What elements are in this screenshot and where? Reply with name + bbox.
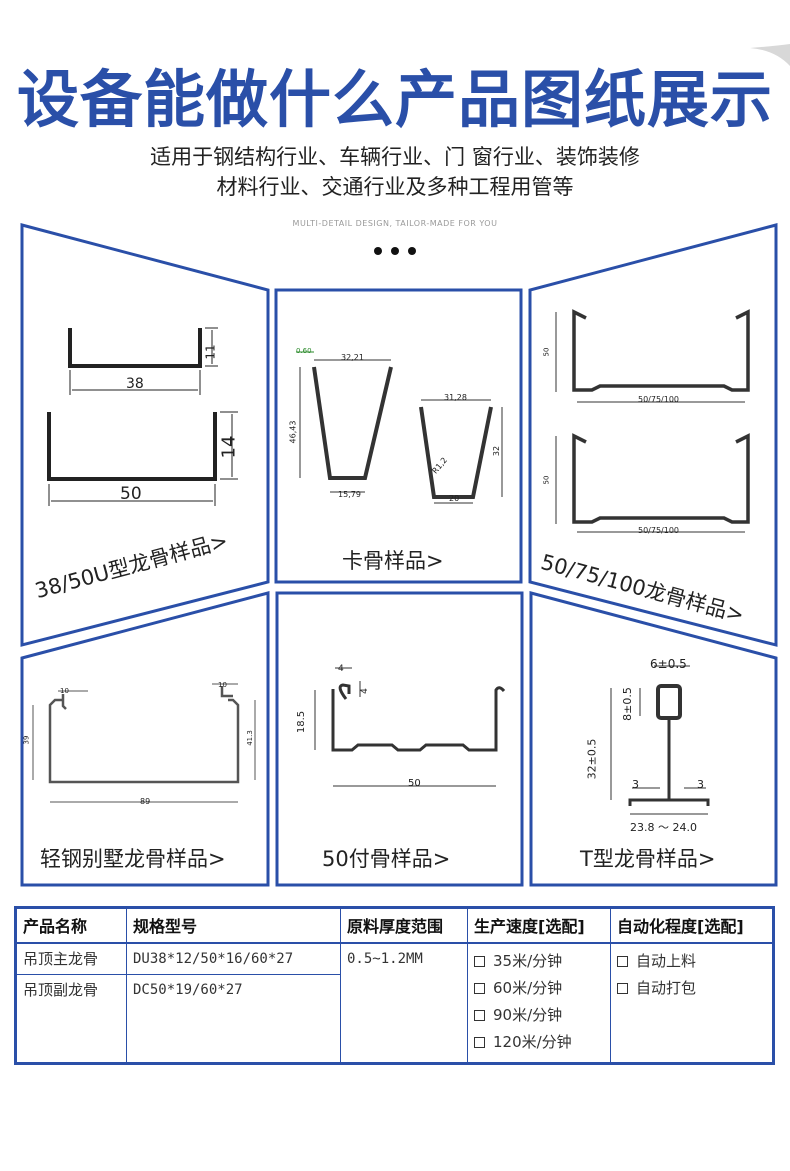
page-title: 设备能做什么产品图纸展示 [16,63,773,136]
dim-label: 50/75/100 [638,395,680,404]
dim-label: 89 [140,797,151,806]
dim-label: 50 [542,475,551,485]
header-spec: 规格型号 [126,908,341,944]
dim-label: 10 [60,687,69,695]
checkbox-icon[interactable] [617,955,628,967]
drawing-villa-keel [48,686,240,784]
dim-label: 46,43 [288,420,298,444]
dim-label: 32±0.5 [585,738,599,780]
drawing-t-keel [610,665,710,815]
dim-label: 31,28 [444,393,467,402]
header-speed: 生产速度[选配] [467,908,611,944]
dim-label: 38 [126,376,144,392]
speed-option[interactable]: 35米/分钟 [474,948,604,975]
panel-caption-secondary-keel[interactable]: 50付骨样品> [322,847,451,871]
dim-label: 3 [697,778,704,791]
product-name: 吊顶主龙骨 [16,942,127,975]
dim-label: 50/75/100 [638,526,680,535]
checkbox-icon[interactable] [617,982,628,994]
dim-label: 41.3 [245,730,254,746]
dim-label: 50 [542,347,551,357]
product-name: 吊顶副龙骨 [16,973,127,1063]
speed-option[interactable]: 60米/分钟 [474,975,604,1002]
dim-label: 15,79 [338,490,361,499]
panel-frame-4 [20,591,270,887]
checkbox-icon[interactable] [474,955,485,967]
table-row: 吊顶副龙骨 DC50*19/60*27 [16,973,773,1063]
dim-label: 32 [492,445,502,457]
panel-frame-5 [275,591,524,887]
dim-label: 8±0.5 [620,687,634,721]
subtitle-line-2: 材料行业、交通行业及多种工程用管等 [216,175,574,199]
dim-label: 3 [632,778,639,791]
panel-frame-6 [529,591,778,887]
panel-caption-t-keel[interactable]: T型龙骨样品> [580,847,716,871]
speed-option[interactable]: 120米/分钟 [474,1029,604,1056]
drawing-clip [296,351,503,504]
dim-label: 18.5 [296,710,308,734]
automation-option[interactable]: 自动打包 [617,975,766,1002]
panel-frame-1 [20,223,270,647]
dim-label: 4 [359,688,370,694]
dim-label: 6±0.5 [650,657,687,671]
dim-label: 50 [408,778,421,789]
dim-label: 50 [120,484,142,504]
dots-decoration [370,244,420,258]
dim-label: 0.60 [296,347,312,355]
spec-value: DU38*12/50*16/60*27 [126,942,341,975]
panel-caption-villa-keel[interactable]: 轻钢别墅龙骨样品> [40,847,226,871]
panel-frame-3 [528,223,778,647]
checkbox-icon[interactable] [474,1036,485,1048]
corner-decoration [750,44,790,66]
automation-options: 自动上料 自动打包 [610,942,773,1063]
thickness-value: 0.5~1.2MM [340,942,468,1063]
dim-label: 32,21 [341,353,364,362]
automation-option[interactable]: 自动上料 [617,948,766,975]
dim-label: 11 [203,344,218,360]
speed-option[interactable]: 90米/分钟 [474,1002,604,1029]
checkbox-icon[interactable] [474,982,485,994]
dim-label: 20 [449,494,460,503]
dim-label: 4 [338,664,344,674]
tagline: MULTI-DETAIL DESIGN, TAILOR-MADE FOR YOU [292,219,498,228]
dim-label: 23.8 ～ 24.0 [630,821,697,834]
panel-frame-2 [274,288,523,584]
dim-label: 10 [218,681,227,689]
spec-value: DC50*19/60*27 [126,973,341,1063]
spec-table: 产品名称 规格型号 原料厚度范围 生产速度[选配] 自动化程度[选配] 吊顶主龙… [14,906,775,1065]
checkbox-icon[interactable] [474,1009,485,1021]
subtitle-line-1: 适用于钢结构行业、车辆行业、门 窗行业、装饰装修 [150,145,640,169]
header-automation: 自动化程度[选配] [610,908,773,944]
drawing-secondary-keel [331,683,506,752]
drawing-panels [20,223,778,887]
drawing-u-channel [47,327,238,506]
panel-caption-clip[interactable]: 卡骨样品> [342,549,444,573]
dim-label: 39 [22,735,31,745]
speed-options: 35米/分钟 60米/分钟 90米/分钟 120米/分钟 [467,942,611,1063]
header-product-name: 产品名称 [16,908,127,944]
dim-label: 14 [218,435,240,459]
header-thickness: 原料厚度范围 [340,908,468,944]
drawing-channel-profiles [572,309,750,524]
table-row: 吊顶主龙骨 DU38*12/50*16/60*27 0.5~1.2MM 35米/… [16,942,773,1063]
